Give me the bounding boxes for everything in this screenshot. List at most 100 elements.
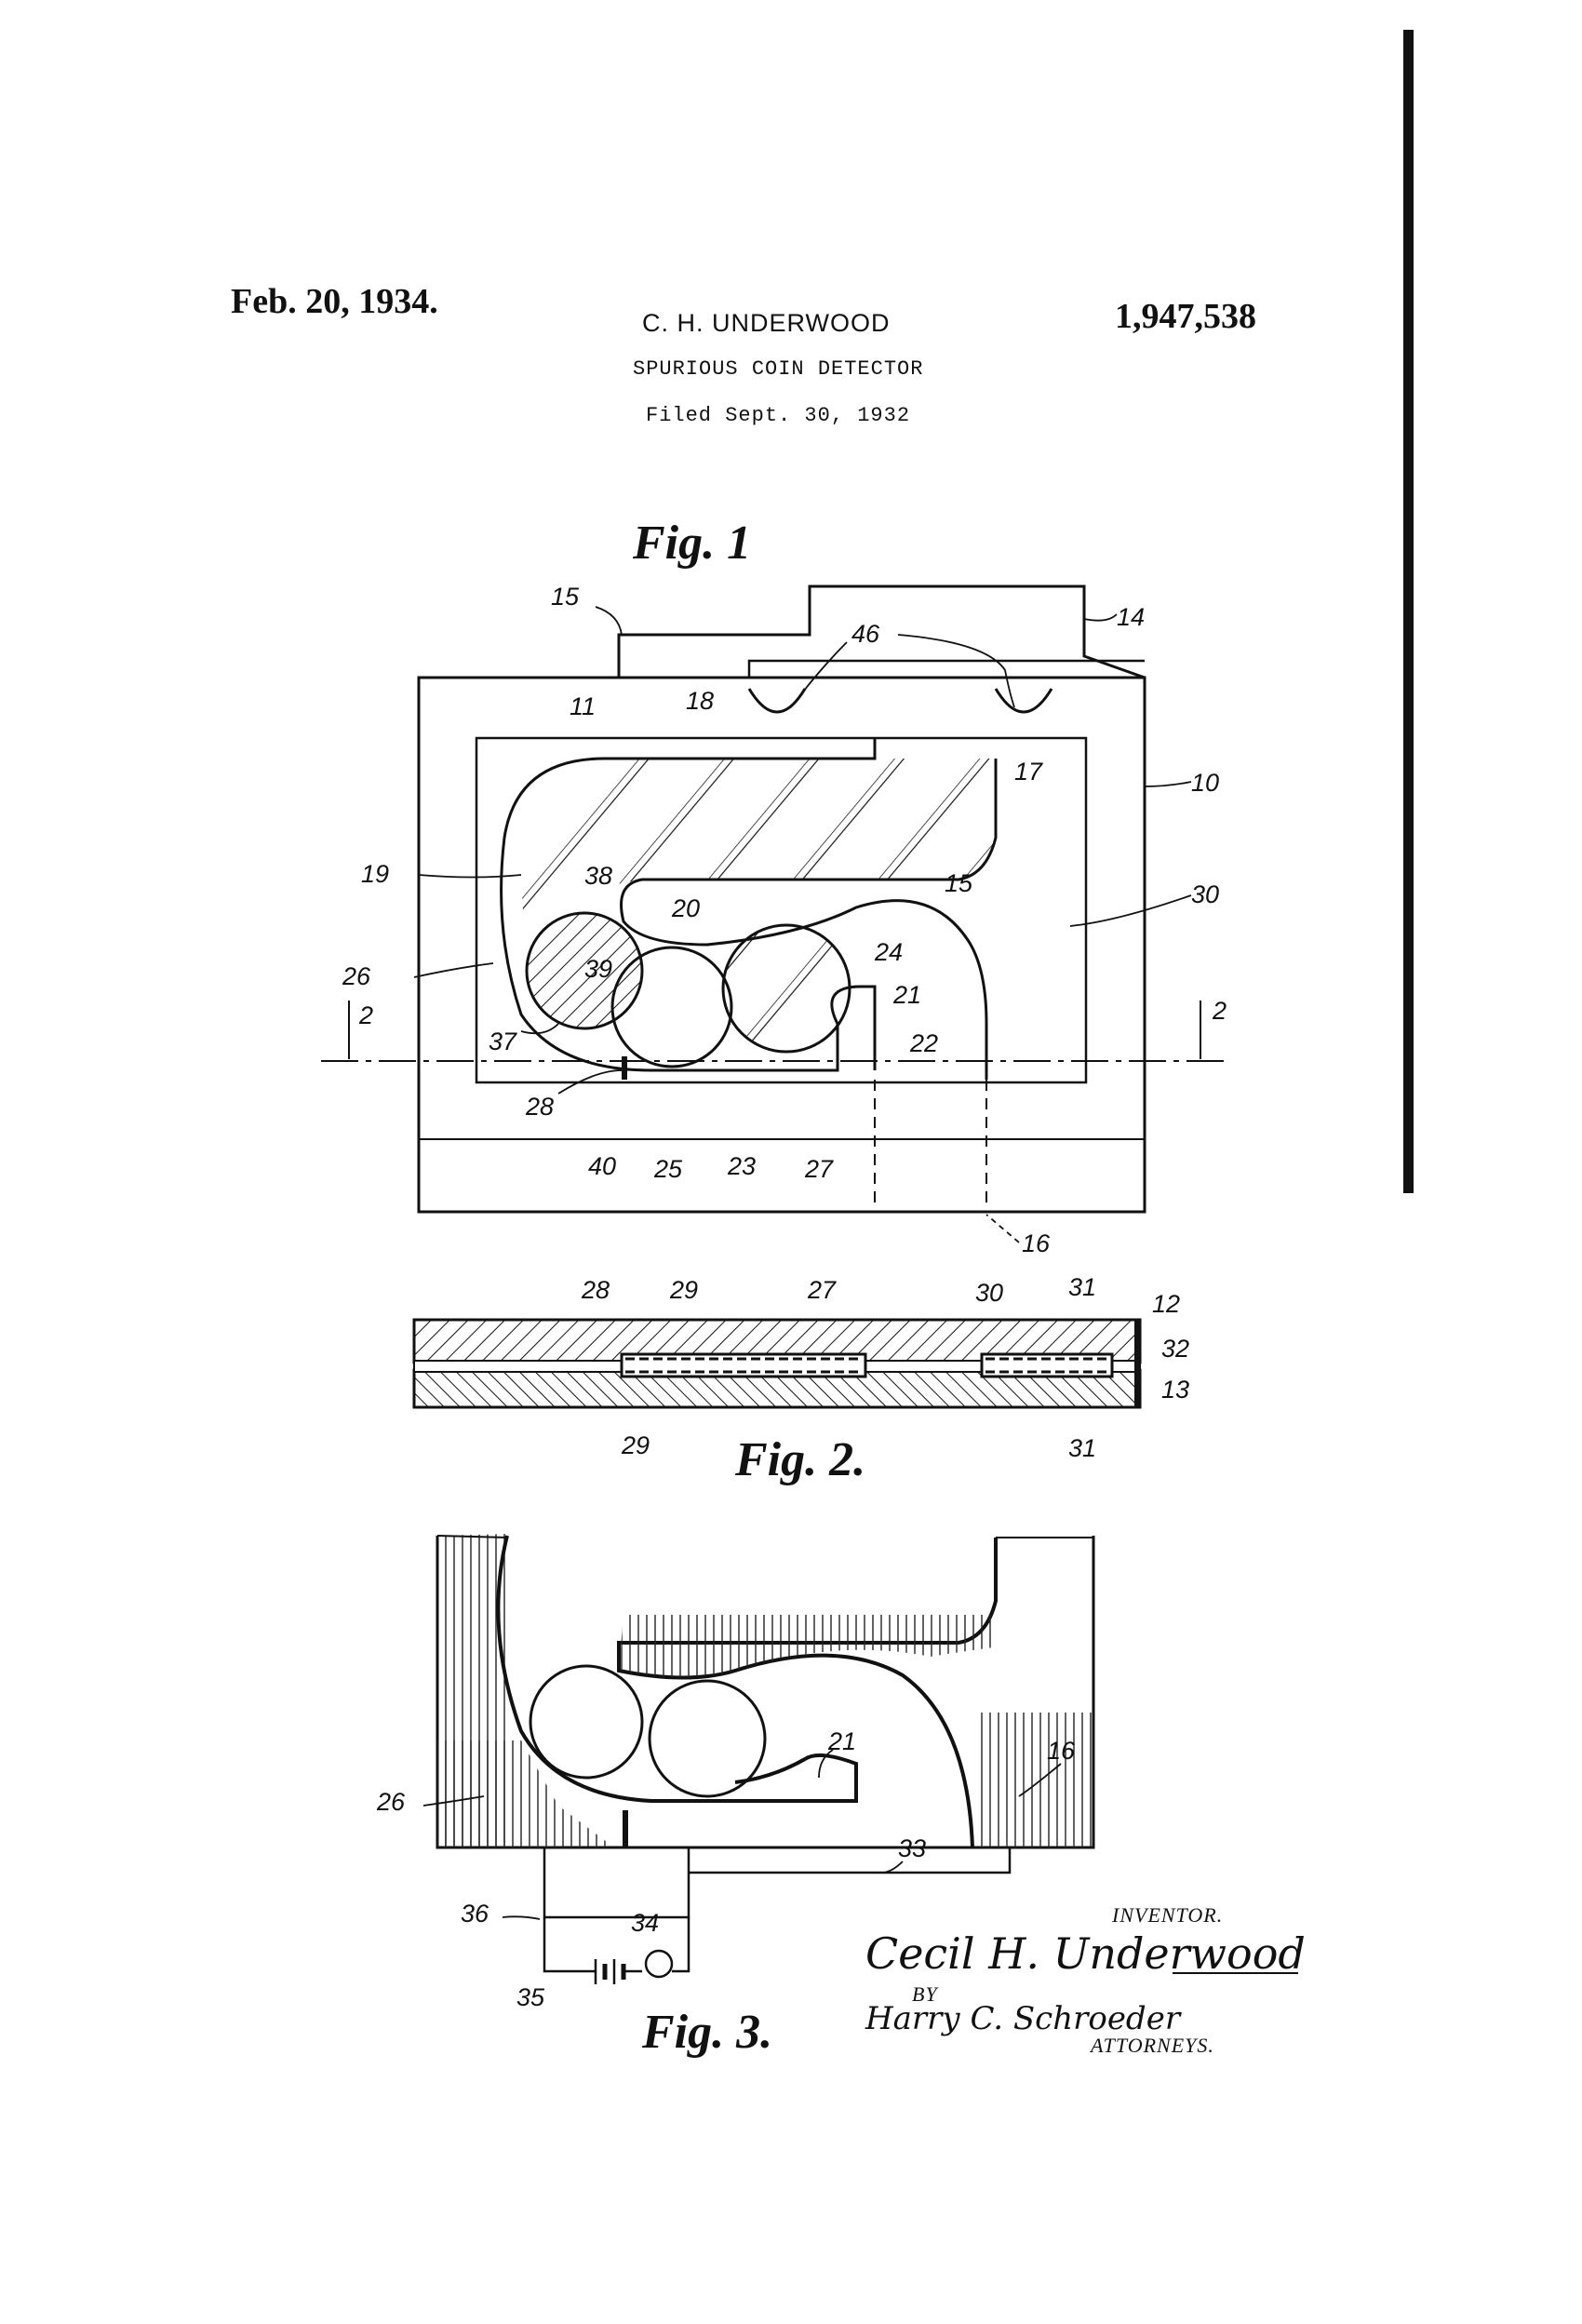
fig2-reference-numerals: 28 29 27 30 31 12 32 13 29 31 bbox=[581, 1273, 1189, 1462]
figure-1 bbox=[321, 584, 1228, 1243]
ref-25: 25 bbox=[653, 1155, 683, 1183]
fig1-leader-46b bbox=[897, 634, 1015, 708]
fig1-leader-28 bbox=[557, 1069, 623, 1095]
ref-31-fig2-bottom: 31 bbox=[1068, 1434, 1096, 1462]
ref-16: 16 bbox=[1022, 1229, 1051, 1257]
fig3-top-left-break bbox=[436, 1535, 508, 1538]
attorney-signature: Harry C. Schroeder bbox=[865, 2000, 1182, 2037]
ref-29-fig2-bottom: 29 bbox=[621, 1431, 650, 1459]
fig1-leader-16 bbox=[985, 1214, 1020, 1243]
ref-2-left: 2 bbox=[358, 1001, 373, 1029]
ref-13-fig2: 13 bbox=[1161, 1376, 1189, 1404]
figure-3 bbox=[422, 1534, 1095, 1984]
fig1-leader-10 bbox=[1144, 781, 1192, 787]
scan-edge-bar bbox=[1403, 30, 1414, 1193]
fig1-slot-plate bbox=[747, 659, 1145, 678]
ref-19: 19 bbox=[361, 860, 389, 888]
fig1-leader-19 bbox=[418, 874, 522, 879]
patent-date: Feb. 20, 1934. bbox=[231, 282, 438, 321]
ref-37: 37 bbox=[489, 1028, 517, 1055]
fig3-coin-b bbox=[648, 1679, 767, 1798]
ref-40: 40 bbox=[588, 1152, 616, 1180]
ref-21-fig3: 21 bbox=[827, 1727, 856, 1755]
fig3-wire-lamp bbox=[672, 1917, 690, 1973]
ref-36-fig3: 36 bbox=[461, 1900, 489, 1928]
ref-39: 39 bbox=[584, 955, 612, 983]
ref-22: 22 bbox=[909, 1029, 938, 1057]
fig3-leader-26 bbox=[422, 1795, 485, 1807]
ref-18: 18 bbox=[686, 687, 714, 715]
fig1-inner-window bbox=[475, 736, 1088, 1084]
ref-11: 11 bbox=[570, 692, 596, 720]
fig1-leader-30 bbox=[1069, 894, 1192, 927]
ref-27: 27 bbox=[804, 1155, 834, 1183]
ref-16-fig3: 16 bbox=[1047, 1737, 1076, 1765]
fig1-leader-14 bbox=[1083, 613, 1118, 622]
fig3-chute-outer-wall bbox=[496, 1535, 858, 1803]
fig1-glass-hatching bbox=[521, 759, 996, 931]
fig1-coin-slot-housing bbox=[617, 584, 1146, 679]
fig3-wire-33 bbox=[689, 1847, 1012, 1874]
fig2-label: Fig. 2. bbox=[734, 1433, 865, 1486]
fig3-left-floor-shading bbox=[437, 1740, 614, 1847]
fig3-label: Fig. 3. bbox=[641, 2006, 772, 2059]
ref-33-fig3: 33 bbox=[898, 1834, 926, 1862]
fig1-notch-right bbox=[994, 688, 1053, 714]
ref-35-fig3: 35 bbox=[516, 1983, 545, 2011]
fig3-leader-33 bbox=[883, 1861, 904, 1874]
fig1-reference-numerals: 15 14 46 11 18 17 10 19 38 15 30 20 24 2… bbox=[342, 583, 1227, 1257]
inventor-signature: Cecil H. Underwood bbox=[865, 1928, 1306, 1979]
fig1-outer-body bbox=[417, 676, 1146, 1214]
ref-17: 17 bbox=[1014, 758, 1043, 786]
fig1-label: Fig. 1 bbox=[632, 517, 751, 570]
ref-26: 26 bbox=[342, 962, 371, 990]
ref-15-b: 15 bbox=[945, 869, 973, 897]
ref-38: 38 bbox=[584, 862, 612, 890]
patent-number: 1,947,538 bbox=[1115, 297, 1256, 336]
ref-2-right: 2 bbox=[1212, 997, 1227, 1025]
ref-15-a: 15 bbox=[551, 583, 580, 611]
ref-27-fig2: 27 bbox=[807, 1276, 837, 1304]
by-caption: BY bbox=[912, 1982, 939, 2006]
signature-block: INVENTOR. Cecil H. Underwood BY Harry C.… bbox=[865, 1903, 1306, 2057]
ref-32-fig2: 32 bbox=[1161, 1335, 1189, 1363]
ref-14: 14 bbox=[1117, 603, 1145, 631]
ref-12-fig2: 12 bbox=[1152, 1290, 1180, 1318]
ref-28: 28 bbox=[525, 1093, 554, 1121]
fig3-upper-shading bbox=[619, 1615, 994, 1678]
ref-21: 21 bbox=[892, 981, 921, 1009]
inventor-name-header: C. H. UNDERWOOD bbox=[642, 309, 891, 337]
ref-28-fig2: 28 bbox=[581, 1276, 610, 1304]
fig1-leader-37 bbox=[520, 1023, 559, 1035]
ref-46: 46 bbox=[851, 620, 880, 648]
fig3-outer-frame bbox=[436, 1536, 1095, 1849]
ref-24: 24 bbox=[874, 938, 903, 966]
ref-31-fig2-top: 31 bbox=[1068, 1273, 1096, 1301]
ref-34-fig3: 34 bbox=[631, 1909, 659, 1937]
ref-26-fig3: 26 bbox=[376, 1788, 406, 1816]
fig3-coin-a bbox=[529, 1664, 644, 1780]
ref-30: 30 bbox=[1191, 880, 1219, 908]
fig3-wire-36 bbox=[543, 1847, 690, 1919]
fig1-coin-24 bbox=[721, 923, 851, 1054]
ref-29-fig2-top: 29 bbox=[669, 1276, 698, 1304]
fig3-leader-21 bbox=[818, 1749, 834, 1779]
patent-title: SPURIOUS COIN DETECTOR bbox=[633, 357, 924, 381]
ref-10: 10 bbox=[1191, 769, 1219, 797]
fig1-leader-26 bbox=[413, 962, 494, 978]
filing-date: Filed Sept. 30, 1932 bbox=[646, 404, 911, 427]
fig3-right-block-shading bbox=[975, 1713, 1093, 1847]
ref-30-fig2: 30 bbox=[975, 1279, 1003, 1307]
attorneys-caption: ATTORNEYS. bbox=[1089, 2034, 1214, 2057]
fig3-wire-battery-left bbox=[543, 1917, 596, 1973]
ref-20: 20 bbox=[671, 894, 700, 922]
fig1-leader-15 bbox=[595, 606, 623, 636]
fig3-lamp-34 bbox=[644, 1949, 674, 1979]
ref-23: 23 bbox=[727, 1152, 756, 1180]
inventor-caption: INVENTOR. bbox=[1111, 1903, 1223, 1927]
fig3-leader-36 bbox=[502, 1915, 541, 1920]
figure-2 bbox=[412, 1318, 1142, 1409]
fig1-leader-46a bbox=[790, 641, 848, 708]
